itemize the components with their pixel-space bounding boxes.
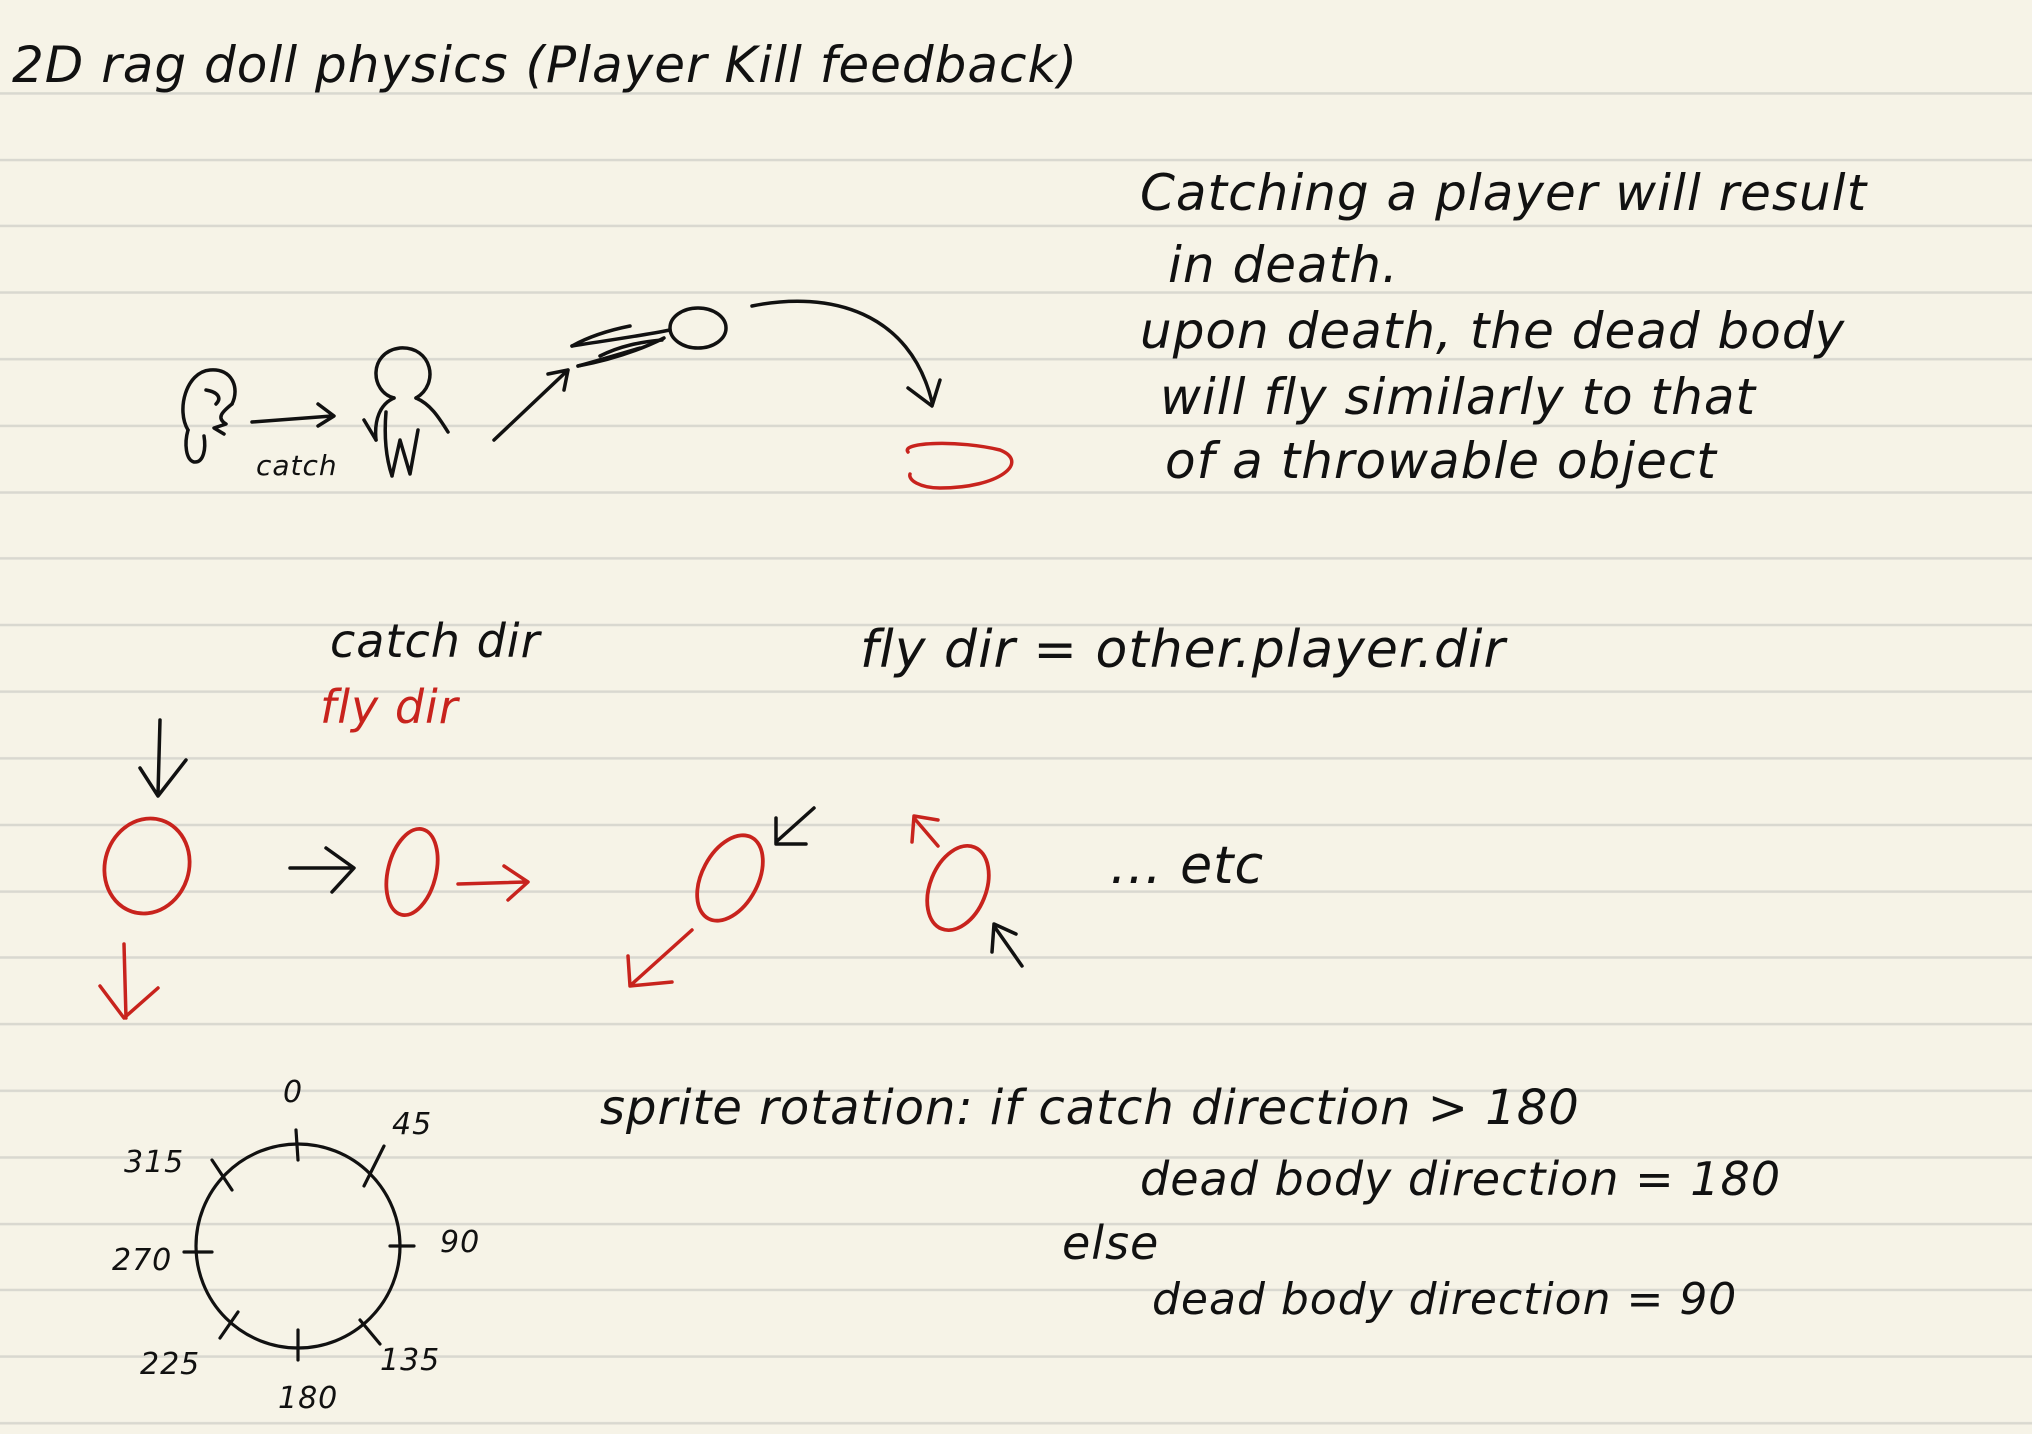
rotation-rule-line-2: dead body direction = 180 xyxy=(1140,1152,1782,1206)
fly-direction-rule: fly dir = other.player.dir xyxy=(860,620,1506,680)
description-line-4: will fly similarly to that xyxy=(1160,368,1757,426)
compass-diagram xyxy=(182,1128,416,1362)
angle-label-135: 135 xyxy=(380,1343,441,1378)
legend-fly-dir: fly dir xyxy=(320,680,459,734)
rotation-rule-line-4: dead body direction = 90 xyxy=(1152,1274,1738,1325)
landing-spot xyxy=(905,441,1014,490)
etc-label: ... etc xyxy=(1110,836,1265,896)
angle-label-225: 225 xyxy=(140,1347,201,1382)
angle-label-180: 180 xyxy=(278,1381,339,1416)
catcher-figure xyxy=(181,368,237,464)
description-line-1: Catching a player will result xyxy=(1140,164,1868,222)
flying-body-figure xyxy=(570,306,728,368)
direction-example-right xyxy=(288,827,530,917)
rotation-rule-line-1: sprite rotation: if catch direction > 18… xyxy=(600,1080,1580,1136)
angle-label-315: 315 xyxy=(124,1145,185,1180)
description-line-5: of a throwable object xyxy=(1165,432,1717,490)
angle-label-0: 0 xyxy=(283,1075,304,1110)
description-line-3: upon death, the dead body xyxy=(1140,302,1846,360)
page-title: 2D rag doll physics (Player Kill feedbac… xyxy=(12,36,1078,94)
trajectory-arrow xyxy=(750,299,942,408)
catch-label: catch xyxy=(256,449,338,482)
launch-arrow xyxy=(492,368,570,442)
angle-label-270: 270 xyxy=(112,1243,173,1278)
angle-label-90: 90 xyxy=(440,1225,481,1260)
direction-example-down xyxy=(98,718,192,1020)
description-line-2: in death. xyxy=(1168,236,1399,294)
caught-player-figure xyxy=(362,346,450,478)
catch-arrow xyxy=(250,402,336,428)
legend-catch-dir: catch dir xyxy=(330,614,541,668)
direction-example-up-left xyxy=(910,814,1024,968)
direction-example-down-left xyxy=(626,806,816,988)
angle-label-45: 45 xyxy=(392,1107,433,1142)
rotation-rule-line-3: else xyxy=(1062,1216,1160,1270)
